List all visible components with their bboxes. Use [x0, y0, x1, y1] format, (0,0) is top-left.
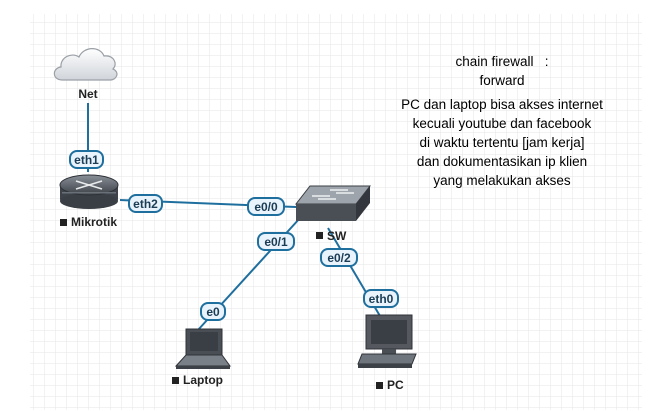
interface-badge-eth1: eth1 [69, 150, 104, 169]
interface-badge-e0-2: e0/2 [320, 248, 358, 267]
interface-label-eth1: eth1 [74, 153, 99, 167]
switch-icon[interactable] [294, 185, 372, 221]
requirements-note: chain firewall : forward PC dan laptop b… [366, 52, 638, 190]
node-label-sw: SW [327, 229, 347, 243]
node-label-mikrotik: Mikrotik [71, 215, 117, 229]
laptop-icon[interactable] [174, 328, 231, 369]
cloud-icon[interactable] [53, 48, 118, 81]
interface-badge-e0-0: e0/0 [247, 197, 285, 216]
interface-badge-eth0: eth0 [363, 289, 399, 308]
note-line: di waktu tertentu [jam kerja] [419, 135, 585, 150]
node-label-net: Net [78, 87, 97, 101]
router-icon[interactable] [59, 174, 119, 209]
interface-label-e0: e0 [206, 305, 220, 319]
note-title-line1: chain firewall : [455, 54, 549, 69]
interface-label-eth0: eth0 [369, 292, 394, 306]
interface-label-e0-0: e0/0 [254, 200, 278, 214]
interface-badge-e0-1: e0/1 [257, 232, 295, 251]
note-line: kecuali youtube dan facebook [412, 116, 592, 131]
node-label-laptop: Laptop [183, 373, 223, 387]
interface-label-e0-1: e0/1 [264, 235, 288, 249]
note-line: dan dokumentasikan ip klien [416, 154, 588, 169]
interface-label-eth2: eth2 [133, 197, 158, 211]
pc-icon[interactable] [357, 314, 417, 368]
note-title: chain firewall : forward [366, 52, 638, 90]
interface-badge-e0: e0 [200, 302, 226, 321]
note-line: yang melakukan akses [433, 173, 571, 188]
node-marker-mikrotik [60, 219, 67, 226]
node-marker-pc [376, 382, 383, 389]
node-marker-laptop [172, 377, 179, 384]
note-title-line2: forward [479, 73, 525, 88]
node-label-pc: PC [387, 378, 404, 392]
interface-label-e0-2: e0/2 [327, 251, 351, 265]
interface-badge-eth2: eth2 [128, 194, 163, 213]
node-marker-sw [316, 232, 323, 239]
note-line: PC dan laptop bisa akses internet [401, 97, 603, 112]
